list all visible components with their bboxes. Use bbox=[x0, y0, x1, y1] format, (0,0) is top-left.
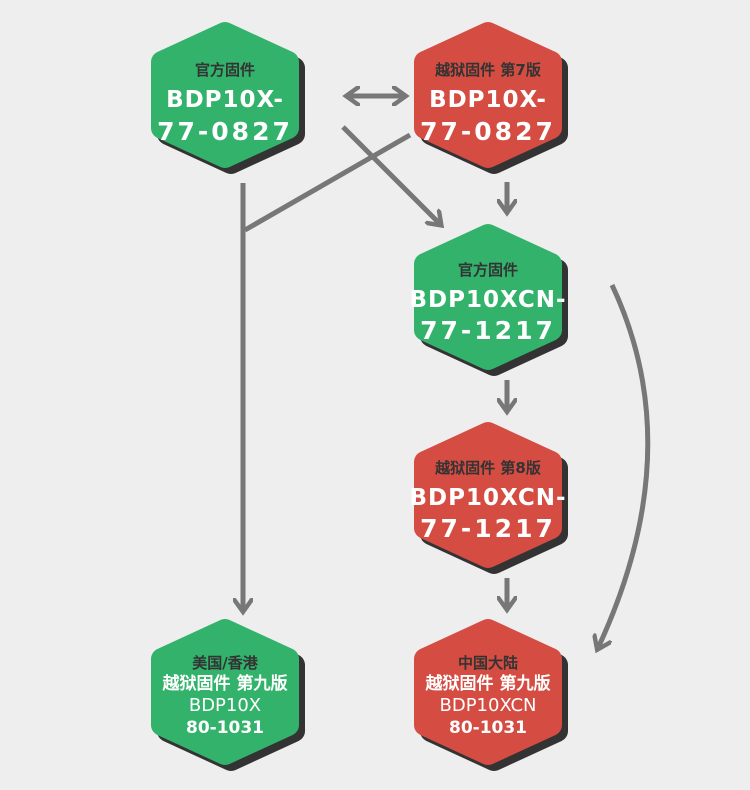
node-model: BDP10X- bbox=[166, 87, 284, 113]
node-region: 中国大陆 bbox=[458, 654, 518, 672]
node-model: BDP10X- bbox=[429, 87, 547, 113]
node-model: BDP10X bbox=[189, 695, 261, 716]
node-jailbreak-v8: 越狱固件 第8版 BDP10XCN- 77-1217 bbox=[409, 433, 566, 563]
node-official-bdp10x-77-0827: 官方固件 BDP10X- 77-0827 bbox=[157, 33, 294, 163]
arrow-n1-to-n3 bbox=[341, 125, 440, 224]
node-jailbreak-v7: 越狱固件 第7版 BDP10X- 77-0827 bbox=[420, 33, 557, 163]
node-title: 官方固件 bbox=[458, 261, 518, 279]
node-title: 越狱固件 第九版 bbox=[162, 673, 288, 694]
node-version: 77-1217 bbox=[420, 514, 556, 543]
node-version: 77-0827 bbox=[157, 117, 293, 146]
node-title: 越狱固件 第7版 bbox=[434, 61, 541, 79]
node-model: BDP10XCN bbox=[439, 695, 536, 716]
line-n2-to-n5 bbox=[243, 132, 412, 233]
node-model: BDP10XCN- bbox=[409, 485, 566, 511]
arrow-n3-to-n6 bbox=[598, 283, 651, 648]
node-region: 美国/香港 bbox=[192, 654, 258, 672]
node-china-jailbreak-v9: 中国大陆 越狱固件 第九版 BDP10XCN 80-1031 bbox=[425, 630, 557, 760]
node-version: 80-1031 bbox=[186, 718, 264, 738]
node-title: 越狱固件 第8版 bbox=[434, 459, 541, 477]
node-us-hk-jailbreak-v9: 美国/香港 越狱固件 第九版 BDP10X 80-1031 bbox=[162, 630, 294, 760]
node-version: 80-1031 bbox=[449, 718, 527, 738]
node-version: 77-1217 bbox=[420, 316, 556, 345]
connectors bbox=[243, 96, 651, 648]
node-official-bdp10xcn-77-1217: 官方固件 BDP10XCN- 77-1217 bbox=[409, 235, 566, 365]
node-version: 77-0827 bbox=[420, 117, 556, 146]
node-title: 官方固件 bbox=[195, 61, 255, 79]
node-title: 越狱固件 第九版 bbox=[425, 673, 551, 694]
node-model: BDP10XCN- bbox=[409, 287, 566, 313]
